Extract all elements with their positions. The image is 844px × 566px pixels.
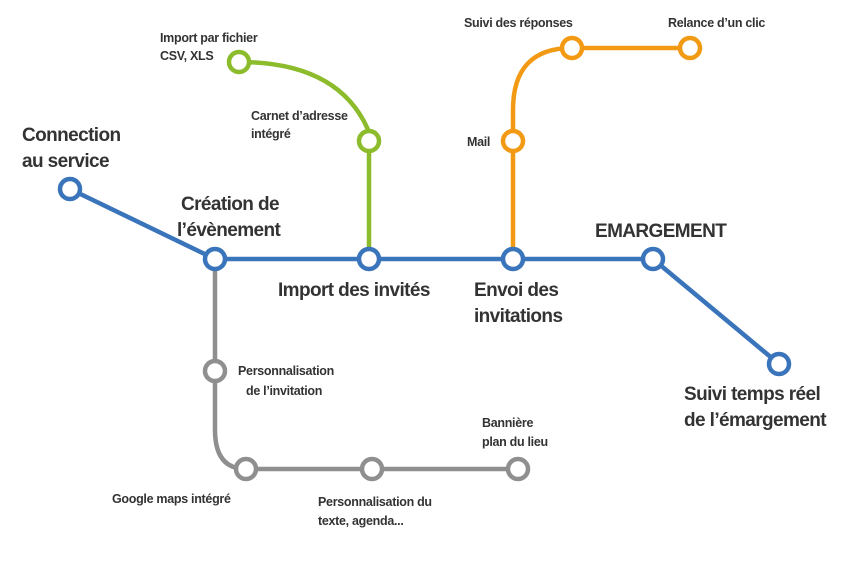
station-carnet[interactable]	[356, 128, 382, 154]
main-line-segment-left	[67, 186, 218, 262]
label-import: Import des invités	[278, 280, 430, 301]
station-envoi[interactable]	[500, 246, 526, 272]
station-banniere[interactable]	[505, 456, 531, 482]
label-import-fichier-line1: Import par fichier	[160, 31, 258, 45]
label-perso-texte-line1: Personnalisation du	[318, 495, 432, 509]
station-relance[interactable]	[677, 35, 703, 61]
label-perso-invitation-line1: Personnalisation	[238, 364, 334, 378]
label-suivi-temps-reel: Suivi temps réel de l’émargement	[684, 384, 827, 431]
label-suivi-reponses: Suivi des réponses	[464, 16, 573, 30]
label-suivi-temps-reel-line2: de l’émargement	[684, 410, 827, 431]
label-import-line1: Import des invités	[278, 280, 430, 301]
label-creation: Création de l’évènement	[177, 194, 284, 241]
label-emargement-line1: EMARGEMENT	[595, 221, 727, 242]
label-perso-invitation: Personnalisation de l’invitation	[238, 364, 337, 398]
label-google-maps: Google maps intégré	[112, 492, 231, 506]
station-google-maps[interactable]	[233, 456, 259, 482]
label-emargement: EMARGEMENT	[595, 221, 727, 242]
label-mail: Mail	[467, 135, 490, 149]
label-carnet-line2: intégré	[251, 127, 291, 141]
label-banniere: Bannière plan du lieu	[482, 416, 548, 449]
label-relance: Relance d’un clic	[668, 16, 765, 30]
station-labels: Connection au service Création de l’évèn…	[22, 16, 828, 528]
station-perso-texte[interactable]	[359, 456, 385, 482]
label-creation-line1: Création de	[181, 194, 279, 215]
label-suivi-temps-reel-line1: Suivi temps réel	[684, 384, 820, 405]
station-import[interactable]	[356, 246, 382, 272]
station-connection[interactable]	[57, 176, 83, 202]
label-perso-texte-line2: texte, agenda...	[318, 514, 404, 528]
station-import-fichier[interactable]	[226, 49, 252, 75]
label-envoi-line2: invitations	[474, 306, 562, 327]
station-perso-invitation[interactable]	[202, 358, 228, 384]
label-envoi: Envoi des invitations	[474, 280, 563, 327]
station-suivi-temps-reel[interactable]	[766, 351, 792, 377]
label-import-fichier-line2: CSV, XLS	[160, 49, 213, 63]
label-connection-line2: au service	[22, 151, 109, 172]
label-connection-line1: Connection	[22, 125, 121, 146]
station-mail[interactable]	[500, 128, 526, 154]
label-suivi-reponses-line1: Suivi des réponses	[464, 16, 573, 30]
stations	[57, 35, 792, 482]
station-creation[interactable]	[202, 246, 228, 272]
label-perso-texte: Personnalisation du texte, agenda...	[318, 495, 435, 528]
route-lines	[67, 45, 782, 472]
label-banniere-line2: plan du lieu	[482, 435, 548, 449]
label-mail-line1: Mail	[467, 135, 490, 149]
label-connection: Connection au service	[22, 125, 125, 172]
label-carnet: Carnet d’adresse intégré	[251, 109, 351, 141]
label-banniere-line1: Bannière	[482, 416, 533, 430]
label-creation-line2: l’évènement	[177, 220, 281, 241]
green-branch-line	[236, 59, 372, 262]
label-perso-invitation-line2: de l’invitation	[246, 384, 322, 398]
station-suivi-reponses[interactable]	[559, 35, 585, 61]
label-import-fichier: Import par fichier CSV, XLS	[160, 31, 261, 63]
label-envoi-line1: Envoi des	[474, 280, 558, 301]
label-relance-line1: Relance d’un clic	[668, 16, 765, 30]
main-line-segment-right	[650, 256, 782, 367]
label-google-maps-line1: Google maps intégré	[112, 492, 231, 506]
station-emargement[interactable]	[640, 246, 666, 272]
label-carnet-line1: Carnet d’adresse	[251, 109, 348, 123]
